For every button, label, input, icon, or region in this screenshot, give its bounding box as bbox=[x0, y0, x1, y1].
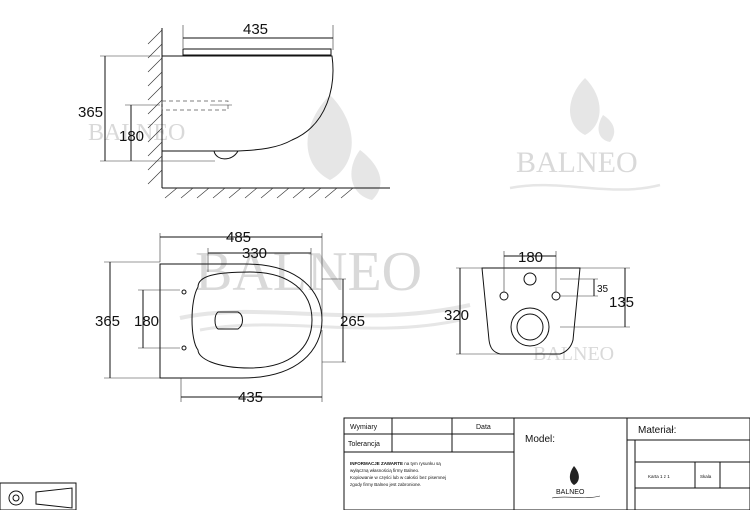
watermark-small-left: BALNEO bbox=[88, 120, 185, 146]
watermark-right-text: BALNEO bbox=[516, 146, 638, 179]
wall-hatching bbox=[147, 29, 163, 185]
rear-view: 180 320 35 135 bbox=[444, 249, 634, 355]
seat-lid bbox=[182, 48, 332, 56]
watermark-small-rear-text: BALNEO bbox=[533, 343, 614, 365]
label-scale: Skala bbox=[700, 474, 712, 479]
top-bowl-inner bbox=[191, 271, 313, 369]
projection-symbol bbox=[0, 482, 77, 510]
top-dim-holes: 180 bbox=[134, 313, 159, 330]
side-dim-outlet: 180 bbox=[119, 128, 144, 145]
top-dim-length: 485 bbox=[226, 229, 251, 246]
mount-hole-bottom bbox=[181, 345, 187, 351]
notice-line-1: wyłączną własnością firmy Balneo. bbox=[350, 468, 419, 473]
top-dim-depth: 365 bbox=[95, 313, 120, 330]
rear-outlet-inner bbox=[516, 313, 544, 341]
side-dim-width: 435 bbox=[243, 21, 268, 38]
side-dim-height: 365 bbox=[78, 104, 103, 121]
notice-line-2: Kopiowanie w części lub w całości bez pi… bbox=[350, 475, 446, 480]
top-dim-inner: 330 bbox=[242, 245, 267, 262]
bowl-outline bbox=[162, 55, 334, 152]
label-sheet: Karta 1 z 1 bbox=[648, 474, 670, 479]
rear-dim-center: 135 bbox=[609, 294, 634, 311]
rear-bolt-left bbox=[499, 291, 509, 301]
watermark-small-left-text: BALNEO bbox=[88, 120, 185, 146]
notice-text: INFORMACJE ZAWARTE na tym rysunku są bbox=[350, 461, 441, 466]
label-data: Data bbox=[476, 424, 491, 431]
floor-hatching bbox=[164, 187, 354, 199]
watermark-large-text: BALNEO bbox=[195, 241, 422, 303]
watermark-large: BALNEO bbox=[179, 95, 471, 332]
top-view: 485 330 365 180 265 435 bbox=[95, 229, 365, 406]
notice-bold: INFORMACJE ZAWARTE bbox=[350, 461, 403, 466]
label-wymiary: Wymiary bbox=[350, 424, 378, 431]
top-dim-base: 435 bbox=[238, 389, 263, 406]
notice-line-0: na tym rysunku są bbox=[403, 461, 441, 466]
rear-outline bbox=[481, 267, 581, 355]
watermark-small-rear: BALNEO bbox=[533, 343, 614, 365]
top-outlet bbox=[214, 311, 243, 330]
logo-text: BALNEO bbox=[556, 489, 585, 496]
side-view: 435 365 180 bbox=[78, 21, 390, 199]
rear-dim-height: 320 bbox=[444, 307, 469, 324]
rear-bolt-right bbox=[551, 291, 561, 301]
balneo-logo: BALNEO bbox=[551, 466, 601, 499]
watermark-right: BALNEO bbox=[509, 78, 661, 191]
rear-dim-holes: 180 bbox=[518, 249, 543, 266]
rear-inlet bbox=[523, 272, 537, 286]
notice-line-3: zgody firmy Balneo jest zabronione. bbox=[350, 482, 421, 487]
label-tolerancja: Tolerancja bbox=[348, 441, 380, 448]
rear-dim-offset: 35 bbox=[597, 284, 609, 295]
top-dim-bowl: 265 bbox=[340, 313, 365, 330]
top-bowl-outline bbox=[159, 263, 323, 379]
mount-hole-top bbox=[181, 289, 187, 295]
title-block: Wymiary Data Tolerancja INFORMACJE ZAWAR… bbox=[343, 417, 750, 510]
label-material: Materiał: bbox=[638, 425, 676, 436]
rear-outlet-outer bbox=[510, 307, 550, 347]
label-model: Model: bbox=[525, 434, 555, 445]
outlet-pipe bbox=[161, 100, 229, 111]
